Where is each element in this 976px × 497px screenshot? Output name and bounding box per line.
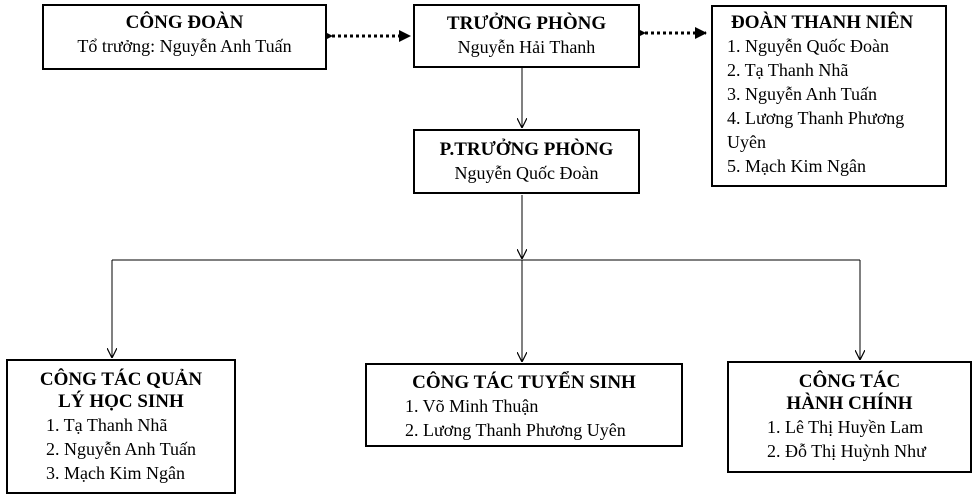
head-box: TRƯỞNG PHÒNG Nguyễn Hải Thanh bbox=[413, 4, 640, 68]
deputy-name: Nguyễn Quốc Đoàn bbox=[454, 163, 599, 183]
deputy-title: P.TRƯỞNG PHÒNG bbox=[439, 139, 614, 160]
student-mgmt-members: 1. Tạ Thanh Nhã 2. Nguyễn Anh Tuấn 3. Mạ… bbox=[8, 413, 234, 485]
head-title: TRƯỞNG PHÒNG bbox=[446, 13, 607, 34]
enrollment-members: 1. Võ Minh Thuận 2. Lương Thanh Phương U… bbox=[367, 394, 681, 442]
list-item: 1. Tạ Thanh Nhã bbox=[46, 415, 168, 435]
youth-union-title: ĐOÀN THANH NIÊN bbox=[731, 12, 914, 33]
list-item: 2. Đỗ Thị Huỳnh Như bbox=[767, 441, 926, 461]
list-item: 1. Lê Thị Huyền Lam bbox=[767, 417, 924, 437]
admin-title-line2: HÀNH CHÍNH bbox=[786, 393, 913, 414]
union-leader: Tổ trưởng: Nguyễn Anh Tuấn bbox=[77, 36, 292, 56]
union-box: CÔNG ĐOÀN Tổ trưởng: Nguyễn Anh Tuấn bbox=[42, 4, 327, 70]
list-item: 5. Mạch Kim Ngân bbox=[727, 156, 866, 176]
enrollment-title: CÔNG TÁC TUYỂN SINH bbox=[412, 372, 636, 393]
list-item: 3. Nguyễn Anh Tuấn bbox=[727, 84, 878, 104]
list-item: 2. Lương Thanh Phương Uyên bbox=[405, 420, 626, 440]
youth-union-box: ĐOÀN THANH NIÊN 1. Nguyễn Quốc Đoàn 2. T… bbox=[711, 5, 947, 187]
student-mgmt-title-line2: LÝ HỌC SINH bbox=[58, 391, 184, 412]
list-item: 2. Nguyễn Anh Tuấn bbox=[46, 439, 197, 459]
list-item: Uyên bbox=[727, 132, 766, 152]
list-item: 2. Tạ Thanh Nhã bbox=[727, 60, 849, 80]
list-item: 4. Lương Thanh Phương bbox=[727, 108, 905, 128]
enrollment-box: CÔNG TÁC TUYỂN SINH 1. Võ Minh Thuận 2. … bbox=[365, 363, 683, 447]
list-item: 1. Nguyễn Quốc Đoàn bbox=[727, 36, 889, 56]
union-title: CÔNG ĐOÀN bbox=[125, 12, 244, 33]
admin-title-line1: CÔNG TÁC bbox=[798, 371, 901, 392]
student-mgmt-title-line1: CÔNG TÁC QUẢN bbox=[39, 369, 203, 390]
admin-members: 1. Lê Thị Huyền Lam 2. Đỗ Thị Huỳnh Như bbox=[729, 415, 970, 463]
student-mgmt-box: CÔNG TÁC QUẢN LÝ HỌC SINH 1. Tạ Thanh Nh… bbox=[6, 359, 236, 494]
youth-union-members: 1. Nguyễn Quốc Đoàn 2. Tạ Thanh Nhã 3. N… bbox=[727, 34, 945, 178]
list-item: 3. Mạch Kim Ngân bbox=[46, 463, 185, 483]
head-name: Nguyễn Hải Thanh bbox=[457, 37, 596, 57]
admin-box: CÔNG TÁC HÀNH CHÍNH 1. Lê Thị Huyền Lam … bbox=[727, 361, 972, 473]
deputy-box: P.TRƯỞNG PHÒNG Nguyễn Quốc Đoàn bbox=[413, 129, 640, 194]
list-item: 1. Võ Minh Thuận bbox=[405, 396, 539, 416]
